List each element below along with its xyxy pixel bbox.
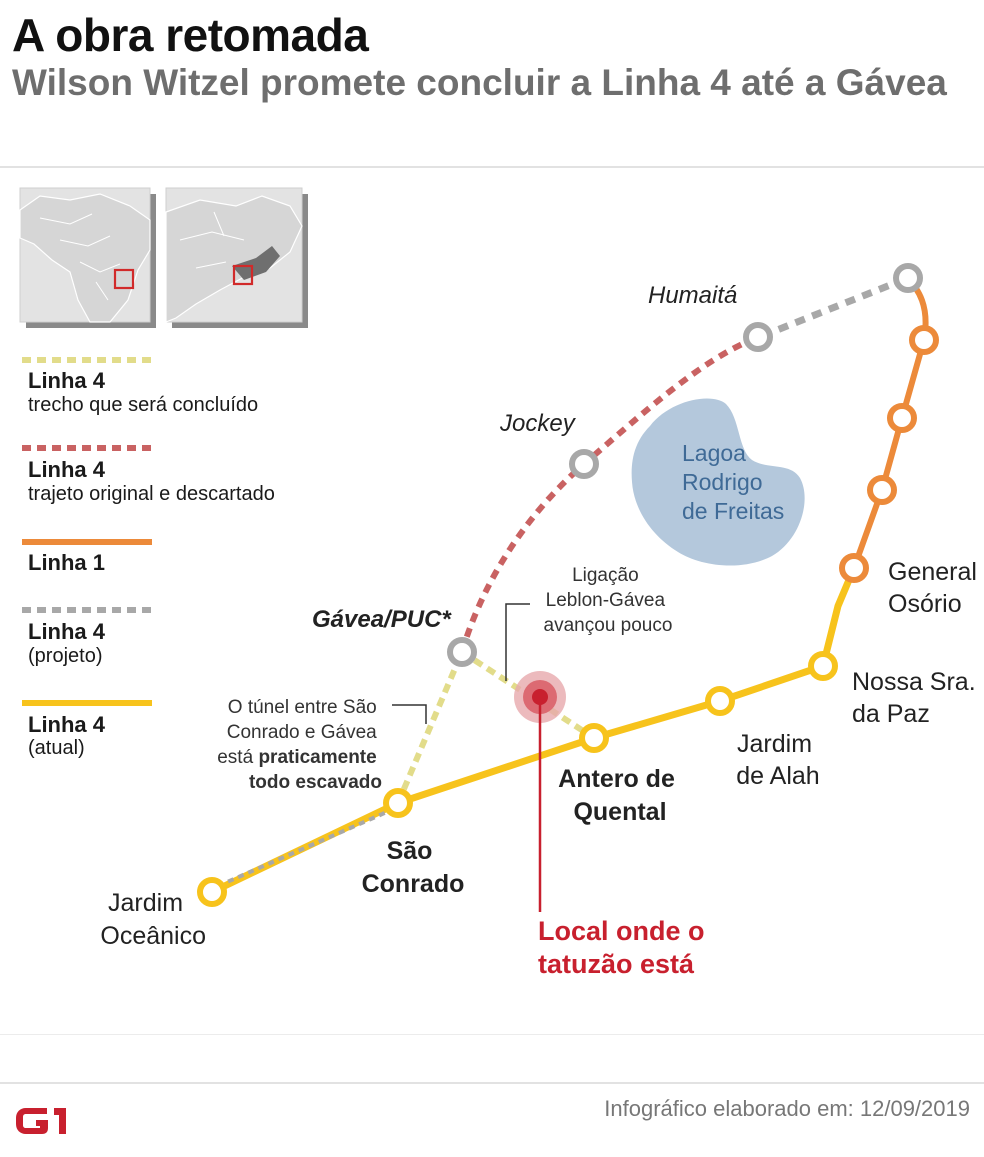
- ligacao-leader: [505, 603, 530, 681]
- label-humaita: Humaitá: [648, 282, 737, 309]
- page-subtitle: Wilson Witzel promete concluir a Linha 4…: [12, 62, 947, 103]
- station-jardim-alah: [705, 686, 735, 716]
- legend-descartado-subtitle: trajeto original e descartado: [28, 483, 275, 505]
- legend-concluir-title: Linha 4: [28, 368, 106, 393]
- region-borders: [179, 211, 245, 269]
- south-america-shape: [19, 193, 151, 323]
- legend-projeto-subtitle: (projeto): [28, 645, 103, 667]
- linha4-concluir-sao-conrado: [395, 650, 465, 805]
- station-humaita: [743, 322, 773, 352]
- g1-logo: G1: [14, 1102, 76, 1140]
- lake-label: Lagoa Rodrigo de Freitas: [682, 440, 784, 524]
- station-general-osorio: [839, 553, 869, 583]
- tunel-leader: [392, 704, 427, 724]
- station-linha1-c: [867, 475, 897, 505]
- g1-logo-text: G1: [14, 1102, 16, 1103]
- legend-linha1-title: Linha 1: [28, 550, 106, 575]
- station-sao-conrado: [383, 788, 413, 818]
- legend-atual-subtitle: (atual): [28, 737, 85, 759]
- page-title: A obra retomada: [12, 9, 369, 61]
- label-gavea: Gávea/PUC*: [312, 606, 452, 633]
- legend-projeto-title: Linha 4: [28, 619, 106, 644]
- locator-maps: [19, 187, 308, 328]
- linha4-projeto-humaita: [760, 274, 910, 340]
- stations: [197, 263, 939, 907]
- locator-highlight-rio: [232, 264, 254, 286]
- top-divider: [0, 166, 984, 168]
- state-borders: [39, 213, 121, 301]
- station-linha1-a: [909, 325, 939, 355]
- station-nossa-sra: [808, 651, 838, 681]
- label-jockey: Jockey: [499, 410, 577, 437]
- legend-descartado-title: Linha 4: [28, 457, 106, 482]
- station-top-right: [893, 263, 923, 293]
- annotation-tunel: O túnel entre São Conrado e Gávea está p…: [217, 697, 382, 793]
- station-jardim-oceanico: [197, 877, 227, 907]
- bottom-divider-light: [0, 1034, 984, 1035]
- legend-atual-title: Linha 4: [28, 712, 106, 737]
- annotation-ligacao: Ligação Leblon-Gávea avançou pouco: [544, 565, 673, 636]
- station-jockey: [569, 449, 599, 479]
- southeast-shape: [165, 195, 303, 323]
- legend-concluir-subtitle: trecho que será concluído: [28, 394, 259, 416]
- station-gavea: [447, 637, 477, 667]
- lagoa-rodrigo-de-freitas: [631, 398, 805, 566]
- rio-state-shape: [232, 246, 280, 280]
- label-jardim-alah: Jardim de Alah: [736, 730, 819, 790]
- legend-swatches: [22, 357, 152, 706]
- label-jardim-oceanico: Jardim Oceânico: [100, 889, 206, 950]
- tatuzao-marker: [514, 671, 566, 912]
- label-antero: Antero de Quental: [558, 765, 682, 826]
- station-antero: [579, 723, 609, 753]
- station-linha1-b: [887, 403, 917, 433]
- label-nossa-sra: Nossa Sra. da Paz: [852, 668, 983, 728]
- footer-credit: Infográfico elaborado em: 12/09/2019: [604, 1096, 970, 1121]
- annotation-tatuzao: Local onde o tatuzão está: [538, 916, 712, 979]
- label-sao-conrado: São Conrado: [362, 837, 465, 898]
- footer-divider: [0, 1082, 984, 1084]
- label-general-osorio: General Osório: [888, 558, 984, 618]
- locator-highlight-brazil: [113, 268, 135, 290]
